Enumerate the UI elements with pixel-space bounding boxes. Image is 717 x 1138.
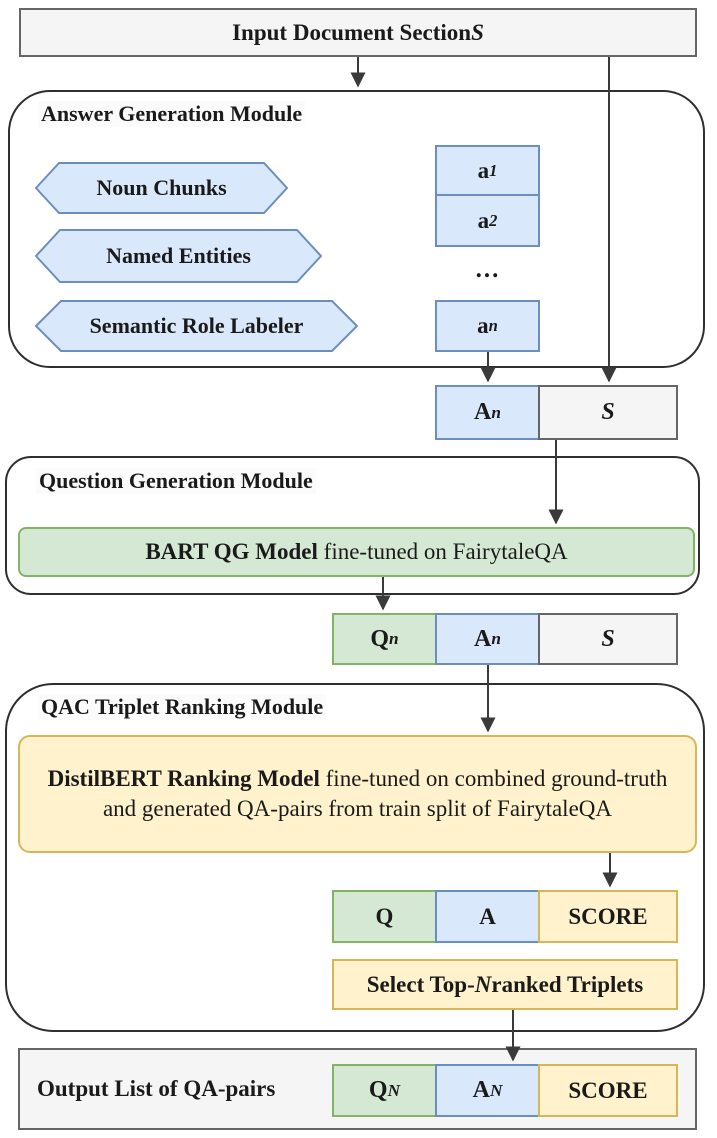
answers-ellipsis: ... xyxy=(475,256,501,283)
triplet-question-base: Q xyxy=(370,625,390,652)
named-entities-label: Named Entities xyxy=(106,243,251,268)
select-post: ranked Triplets xyxy=(491,971,644,997)
bart-model-desc: fine-tuned on FairytaleQA xyxy=(317,538,568,564)
semantic-role-labeler-hexagon xyxy=(35,300,358,352)
distilbert-model-name: DistilBERT Ranking Model xyxy=(47,765,320,791)
noun-chunks-label: Noun Chunks xyxy=(96,175,227,200)
pair-answer-base: A xyxy=(474,399,492,425)
score-triplet-score-box: SCORE xyxy=(538,890,678,943)
output-answer-base: A xyxy=(472,1077,490,1103)
triplet-context-box: S xyxy=(538,613,678,665)
triplet-answer-base: A xyxy=(474,625,492,652)
output-list-label: Output List of QA-pairs xyxy=(37,1076,276,1101)
input-document-box: Input Document Section S xyxy=(19,8,697,57)
input-document-variable: S xyxy=(471,19,484,45)
question-generation-module-title: Question Generation Module xyxy=(36,468,316,494)
named-entities-hexagon xyxy=(35,229,322,283)
semantic-role-labeler-label: Semantic Role Labeler xyxy=(89,313,304,338)
distilbert-ranking-model-box: DistilBERT Ranking Model fine-tuned on c… xyxy=(18,735,697,853)
a1-base: a xyxy=(477,157,490,183)
select-top-n-box: Select Top-N ranked Triplets xyxy=(332,959,678,1010)
noun-chunks-hexagon xyxy=(35,162,288,214)
bart-qg-model-box: BART QG Model fine-tuned on FairytaleQA xyxy=(18,527,695,577)
answer-generation-module-title: Answer Generation Module xyxy=(38,101,306,127)
a2-base: a xyxy=(477,207,490,233)
select-pre: Select Top- xyxy=(366,971,475,997)
score-triplet-answer-box: A xyxy=(435,890,540,943)
an-base: a xyxy=(477,313,489,338)
input-document-label: Input Document Section xyxy=(232,19,472,45)
output-question-base: Q xyxy=(368,1077,388,1103)
score-triplet-question-box: Q xyxy=(332,890,437,943)
pair-context-box: S xyxy=(538,385,678,440)
distilbert-model-desc: fine-tuned on combined ground-truth and … xyxy=(102,765,668,821)
select-variable: N xyxy=(474,971,492,997)
bart-model-name: BART QG Model xyxy=(145,538,318,564)
qac-triplet-ranking-module-title: QAC Triplet Ranking Module xyxy=(38,694,327,720)
output-score-box: SCORE xyxy=(538,1064,678,1117)
